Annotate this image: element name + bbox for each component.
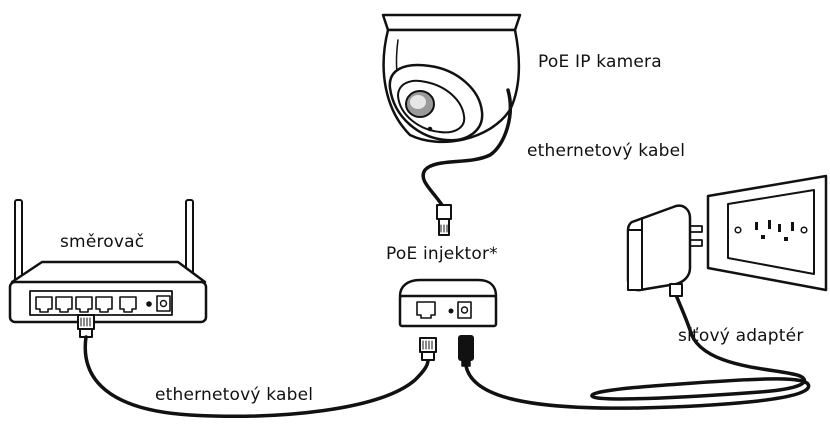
camera-rj45-plug	[436, 204, 452, 236]
label-router: směrovač	[60, 232, 145, 252]
label-camera: PoE IP kamera	[538, 52, 662, 72]
router	[8, 199, 208, 324]
label-bottom-cable: ethernetový kabel	[155, 385, 314, 405]
wall-outlet	[706, 174, 828, 292]
router-rj45-plug	[77, 314, 95, 338]
injector-rj45-plug	[419, 337, 437, 361]
power-cable	[464, 293, 811, 410]
router-injector-ethernet-cable	[83, 335, 430, 418]
dome-camera	[381, 13, 522, 144]
label-injector: PoE injektor*	[386, 244, 498, 264]
label-camera-cable: ethernetový kabel	[527, 141, 686, 161]
camera-ethernet-cable	[421, 88, 513, 207]
power-adapter	[626, 204, 703, 297]
injector-dc-plug	[458, 335, 474, 367]
label-adapter: síťový adaptér	[678, 326, 804, 346]
poe-injector	[398, 278, 498, 328]
